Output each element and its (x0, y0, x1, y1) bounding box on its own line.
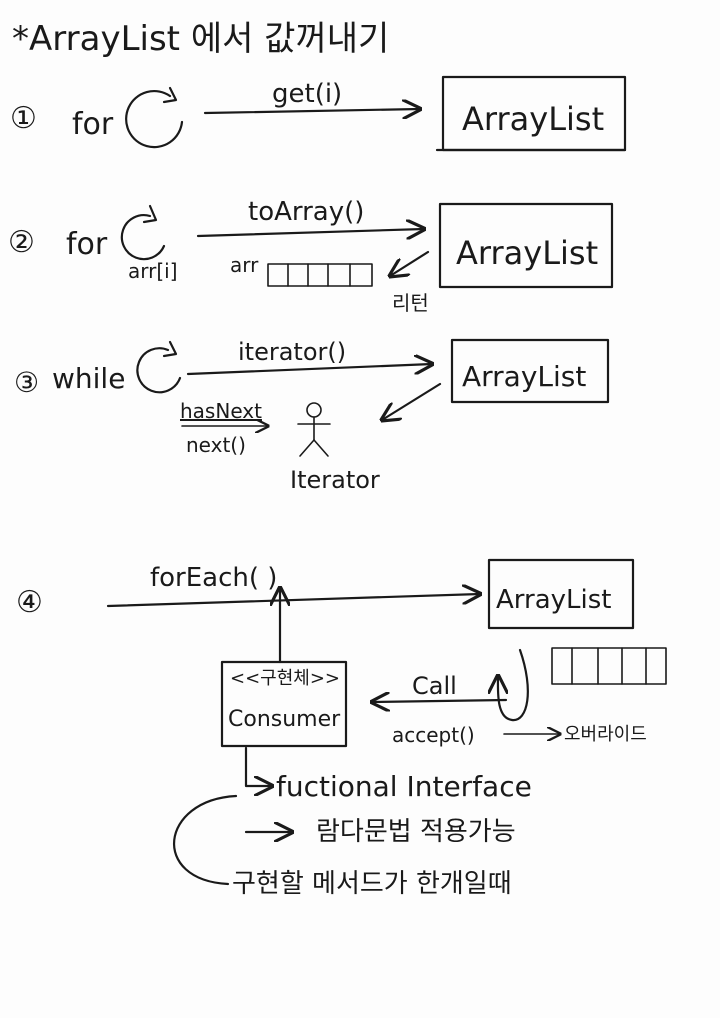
section3-box-label: ArrayList (462, 360, 586, 393)
section2-box-label: ArrayList (456, 234, 598, 272)
loop-arrowhead-icon (162, 86, 178, 104)
loop-arrowhead-icon (142, 204, 158, 224)
section2-return-arrow (390, 250, 430, 276)
section3-loop-label: while (52, 362, 125, 395)
page-title: *ArrayList 에서 값꺼내기 (12, 19, 389, 59)
section2-return-label: 리턴 (392, 291, 429, 315)
section4-arrow (106, 594, 480, 608)
section4-number: ④ (16, 585, 43, 620)
section3-hasnext-label: hasNext (180, 399, 262, 423)
call-arrow (372, 700, 508, 702)
section2-number: ② (8, 225, 35, 260)
section3-return-arrow (382, 382, 442, 420)
section1-method-label: get(i) (272, 79, 342, 109)
array-cells-icon (267, 263, 373, 287)
section4-box-label: ArrayList (496, 585, 611, 615)
call-label: Call (412, 672, 457, 700)
section1-arrow (203, 109, 420, 113)
consumer-box (220, 660, 348, 748)
section2-method-label: toArray() (248, 197, 364, 227)
section4-arraylist-box (487, 558, 635, 630)
accept-label: accept() (392, 723, 475, 747)
override-label: 오버라이드 (564, 724, 647, 745)
section1-loop-label: for (72, 107, 114, 142)
section1-number: ① (10, 101, 37, 136)
functional-interface-connector (244, 746, 272, 786)
section3-next-label: next() (186, 433, 246, 457)
array-cells-icon (551, 647, 667, 685)
consumer-label: Consumer (228, 707, 341, 732)
consumer-stereotype-label: <<구현체>> (230, 668, 340, 689)
section3-method-label: iterator() (238, 338, 346, 366)
section3-arrow (186, 364, 432, 376)
condition-label: 구현할 메서드가 한개일때 (232, 869, 512, 899)
section1-box-label: ArrayList (462, 100, 604, 138)
section2-arraylist-box (438, 202, 614, 289)
iterator-stick-figure-icon (297, 402, 331, 457)
section2-index-label: arr[i] (128, 259, 178, 283)
lambda-label: 람다문법 적용가능 (316, 817, 516, 847)
call-loop-arrow (498, 648, 529, 722)
section3-actor-label: Iterator (290, 466, 380, 494)
loop-arrowhead-icon (162, 340, 178, 358)
section2-array-label: arr (230, 253, 259, 277)
loop-cycle-icon (120, 214, 166, 261)
loop-cycle-icon (125, 89, 184, 149)
loop-cycle-icon (136, 347, 182, 394)
section3-arraylist-box (450, 338, 610, 404)
functional-interface-label: fuctional Interface (276, 770, 532, 803)
section2-arrow (196, 229, 424, 236)
condition-curve (173, 794, 238, 886)
section2-loop-label: for (66, 227, 108, 262)
section4-method-label: forEach( ) (150, 563, 277, 593)
section3-number: ③ (14, 366, 39, 399)
